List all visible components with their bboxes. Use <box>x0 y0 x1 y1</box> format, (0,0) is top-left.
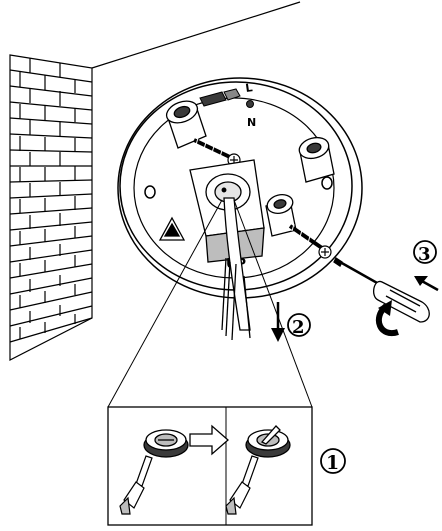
grommet-closed <box>143 429 189 458</box>
recycle-icon <box>158 216 186 241</box>
mounting-hole-left <box>144 185 156 199</box>
ground-screw <box>246 100 254 108</box>
cable <box>221 197 251 341</box>
cable-stub-left <box>119 455 153 515</box>
svg-text:2: 2 <box>292 317 305 338</box>
screw-boss-left <box>165 100 207 149</box>
detail-box <box>107 406 313 526</box>
svg-text:1: 1 <box>326 452 339 474</box>
cable-stub-right <box>225 455 259 515</box>
screwdriver-icon <box>333 257 430 323</box>
mounting-hole-right <box>321 176 333 190</box>
brick-wall <box>9 1 301 361</box>
callout-lines <box>107 199 313 408</box>
step3-badge: 3 <box>413 240 437 265</box>
screw-lower <box>288 223 332 259</box>
terminal-n-label: N <box>247 116 256 129</box>
step2-badge: 2 <box>287 313 311 338</box>
terminal-block <box>199 88 254 108</box>
screw-boss-right <box>298 136 335 183</box>
terminal-l-label: L <box>245 81 254 95</box>
step2-pull-arrow <box>271 302 285 342</box>
step3-push-arrow <box>414 276 439 292</box>
screw-boss-lower-right <box>265 194 297 237</box>
detail-transform-arrow <box>189 424 229 456</box>
grommet-pierced <box>245 425 291 458</box>
svg-text:3: 3 <box>418 244 431 265</box>
step1-badge: 1 <box>320 448 346 474</box>
rotate-arrow-icon <box>375 300 399 337</box>
